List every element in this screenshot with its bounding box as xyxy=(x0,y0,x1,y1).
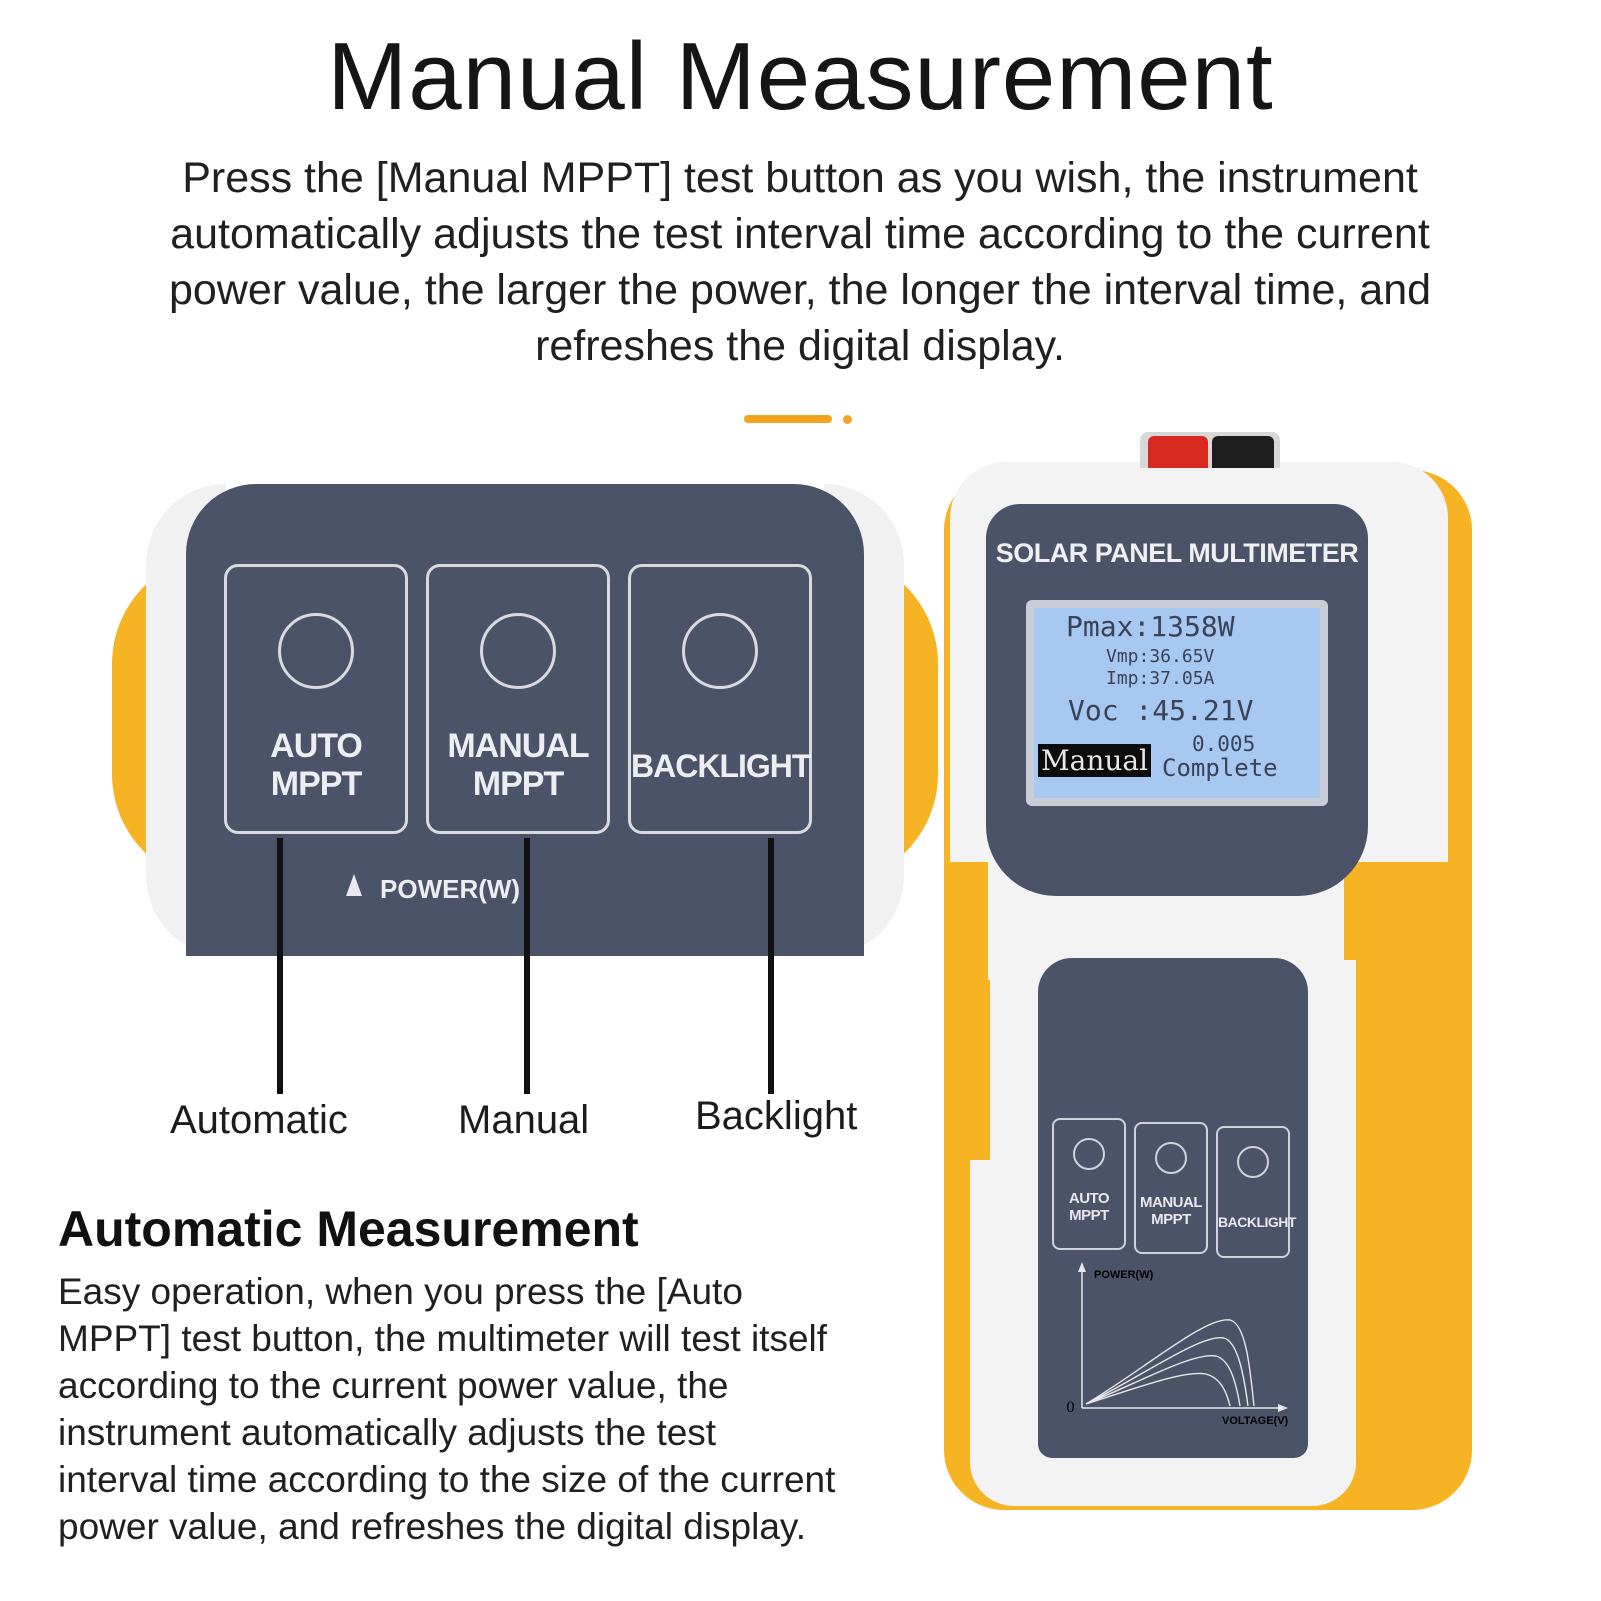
manual-mppt-button[interactable]: MANUAL MPPT xyxy=(426,564,610,834)
body-line: interval time according to the size of t… xyxy=(58,1459,836,1500)
button-ring-icon xyxy=(682,613,758,689)
device-title: SOLAR PANEL MULTIMETER xyxy=(995,538,1359,568)
label-line: MANUAL xyxy=(447,727,589,765)
intro-line: power value, the larger the power, the l… xyxy=(168,266,1432,314)
label-line: MANUAL xyxy=(1140,1194,1203,1211)
caption-manual: Manual xyxy=(458,1098,590,1142)
auto-mppt-button[interactable]: AUTO MPPT xyxy=(224,564,408,834)
curve xyxy=(1085,1354,1241,1407)
intro-line: automatically adjusts the test interval … xyxy=(170,210,1430,258)
label-line: AUTO xyxy=(1068,1190,1110,1207)
body-line: power value, and refreshes the digital d… xyxy=(58,1506,806,1547)
button-ring-icon xyxy=(278,613,354,689)
device-manual-mppt-button[interactable]: MANUAL MPPT xyxy=(1134,1122,1208,1254)
intro-line: Press the [Manual MPPT] test button as y… xyxy=(182,154,1418,202)
button-ring-icon xyxy=(1155,1142,1187,1174)
power-axis-label: POWER(W) xyxy=(380,874,521,904)
manual-mppt-label: MANUAL MPPT xyxy=(429,727,607,803)
positive-jack-icon xyxy=(1148,436,1208,468)
body-line: MPPT] test button, the multimeter will t… xyxy=(58,1318,828,1359)
section-body: Easy operation, when you press the [Auto… xyxy=(58,1268,898,1550)
lcd-pmax: Pmax:1358W xyxy=(1066,610,1235,643)
accent-dot xyxy=(843,415,852,424)
lcd-status: Complete xyxy=(1162,754,1278,782)
device-auto-mppt-label: AUTO MPPT xyxy=(1054,1190,1124,1224)
label-line: AUTO xyxy=(270,727,363,765)
lcd-mode-indicator: Manual xyxy=(1038,744,1152,777)
device-auto-mppt-button[interactable]: AUTO MPPT xyxy=(1052,1118,1126,1250)
page-title: Manual Measurement xyxy=(327,23,1274,130)
label-line: MPPT xyxy=(472,765,564,803)
pv-curve-diagram: POWER(W) VOLTAGE(V) 0 xyxy=(1066,1262,1289,1427)
device-backlight-button[interactable]: BACKLIGHT xyxy=(1216,1126,1296,1258)
button-ring-icon xyxy=(1237,1146,1269,1178)
label-line: MPPT xyxy=(1151,1211,1191,1228)
device-backlight-label: BACKLIGHT xyxy=(1218,1214,1296,1230)
label-line: MPPT xyxy=(1069,1207,1109,1224)
mini-x-label: VOLTAGE(V) xyxy=(1222,1415,1289,1427)
intro-line: refreshes the digital display. xyxy=(535,322,1065,370)
backlight-label: BACKLIGHT xyxy=(631,748,811,784)
curve xyxy=(1085,1337,1249,1407)
body-line: instrument automatically adjusts the tes… xyxy=(58,1412,717,1453)
lcd-value: 0.005 xyxy=(1192,732,1256,756)
label-line: MPPT xyxy=(270,765,362,803)
lcd-imp: Imp:37.05A xyxy=(1106,668,1215,689)
button-ring-icon xyxy=(480,613,556,689)
auto-mppt-label: AUTO MPPT xyxy=(227,727,405,803)
caption-automatic: Automatic xyxy=(170,1098,348,1142)
accent-divider xyxy=(744,415,832,423)
lcd-screen: Pmax:1358W Vmp:36.65V Imp:37.05A Voc :45… xyxy=(1034,608,1320,798)
mini-y-label: POWER(W) xyxy=(1094,1269,1154,1281)
caption-backlight: Backlight xyxy=(695,1094,858,1138)
backlight-button[interactable]: BACKLIGHT xyxy=(628,564,812,834)
lcd-voc: Voc :45.21V xyxy=(1068,694,1254,727)
device-control-panel xyxy=(1038,958,1308,1458)
y-axis-arrow-icon xyxy=(1078,1262,1086,1272)
x-axis-arrow-icon xyxy=(1278,1404,1288,1412)
body-line: Easy operation, when you press the [Auto xyxy=(58,1271,743,1312)
curve xyxy=(1085,1372,1231,1407)
callout-line-automatic xyxy=(277,838,283,1094)
device-manual-mppt-label: MANUAL MPPT xyxy=(1136,1194,1206,1228)
lcd-vmp: Vmp:36.65V xyxy=(1106,646,1215,667)
power-axis-arrow-icon xyxy=(346,874,362,896)
intro-text: Press the [Manual MPPT] test button as y… xyxy=(100,150,1500,374)
negative-jack-icon xyxy=(1212,436,1274,468)
callout-line-backlight xyxy=(768,838,774,1094)
button-ring-icon xyxy=(1073,1138,1105,1170)
body-line: according to the current power value, th… xyxy=(58,1365,729,1406)
callout-line-manual xyxy=(524,838,530,1094)
mini-origin: 0 xyxy=(1066,1400,1075,1416)
section-title: Automatic Measurement xyxy=(58,1201,639,1257)
curve xyxy=(1085,1319,1255,1407)
